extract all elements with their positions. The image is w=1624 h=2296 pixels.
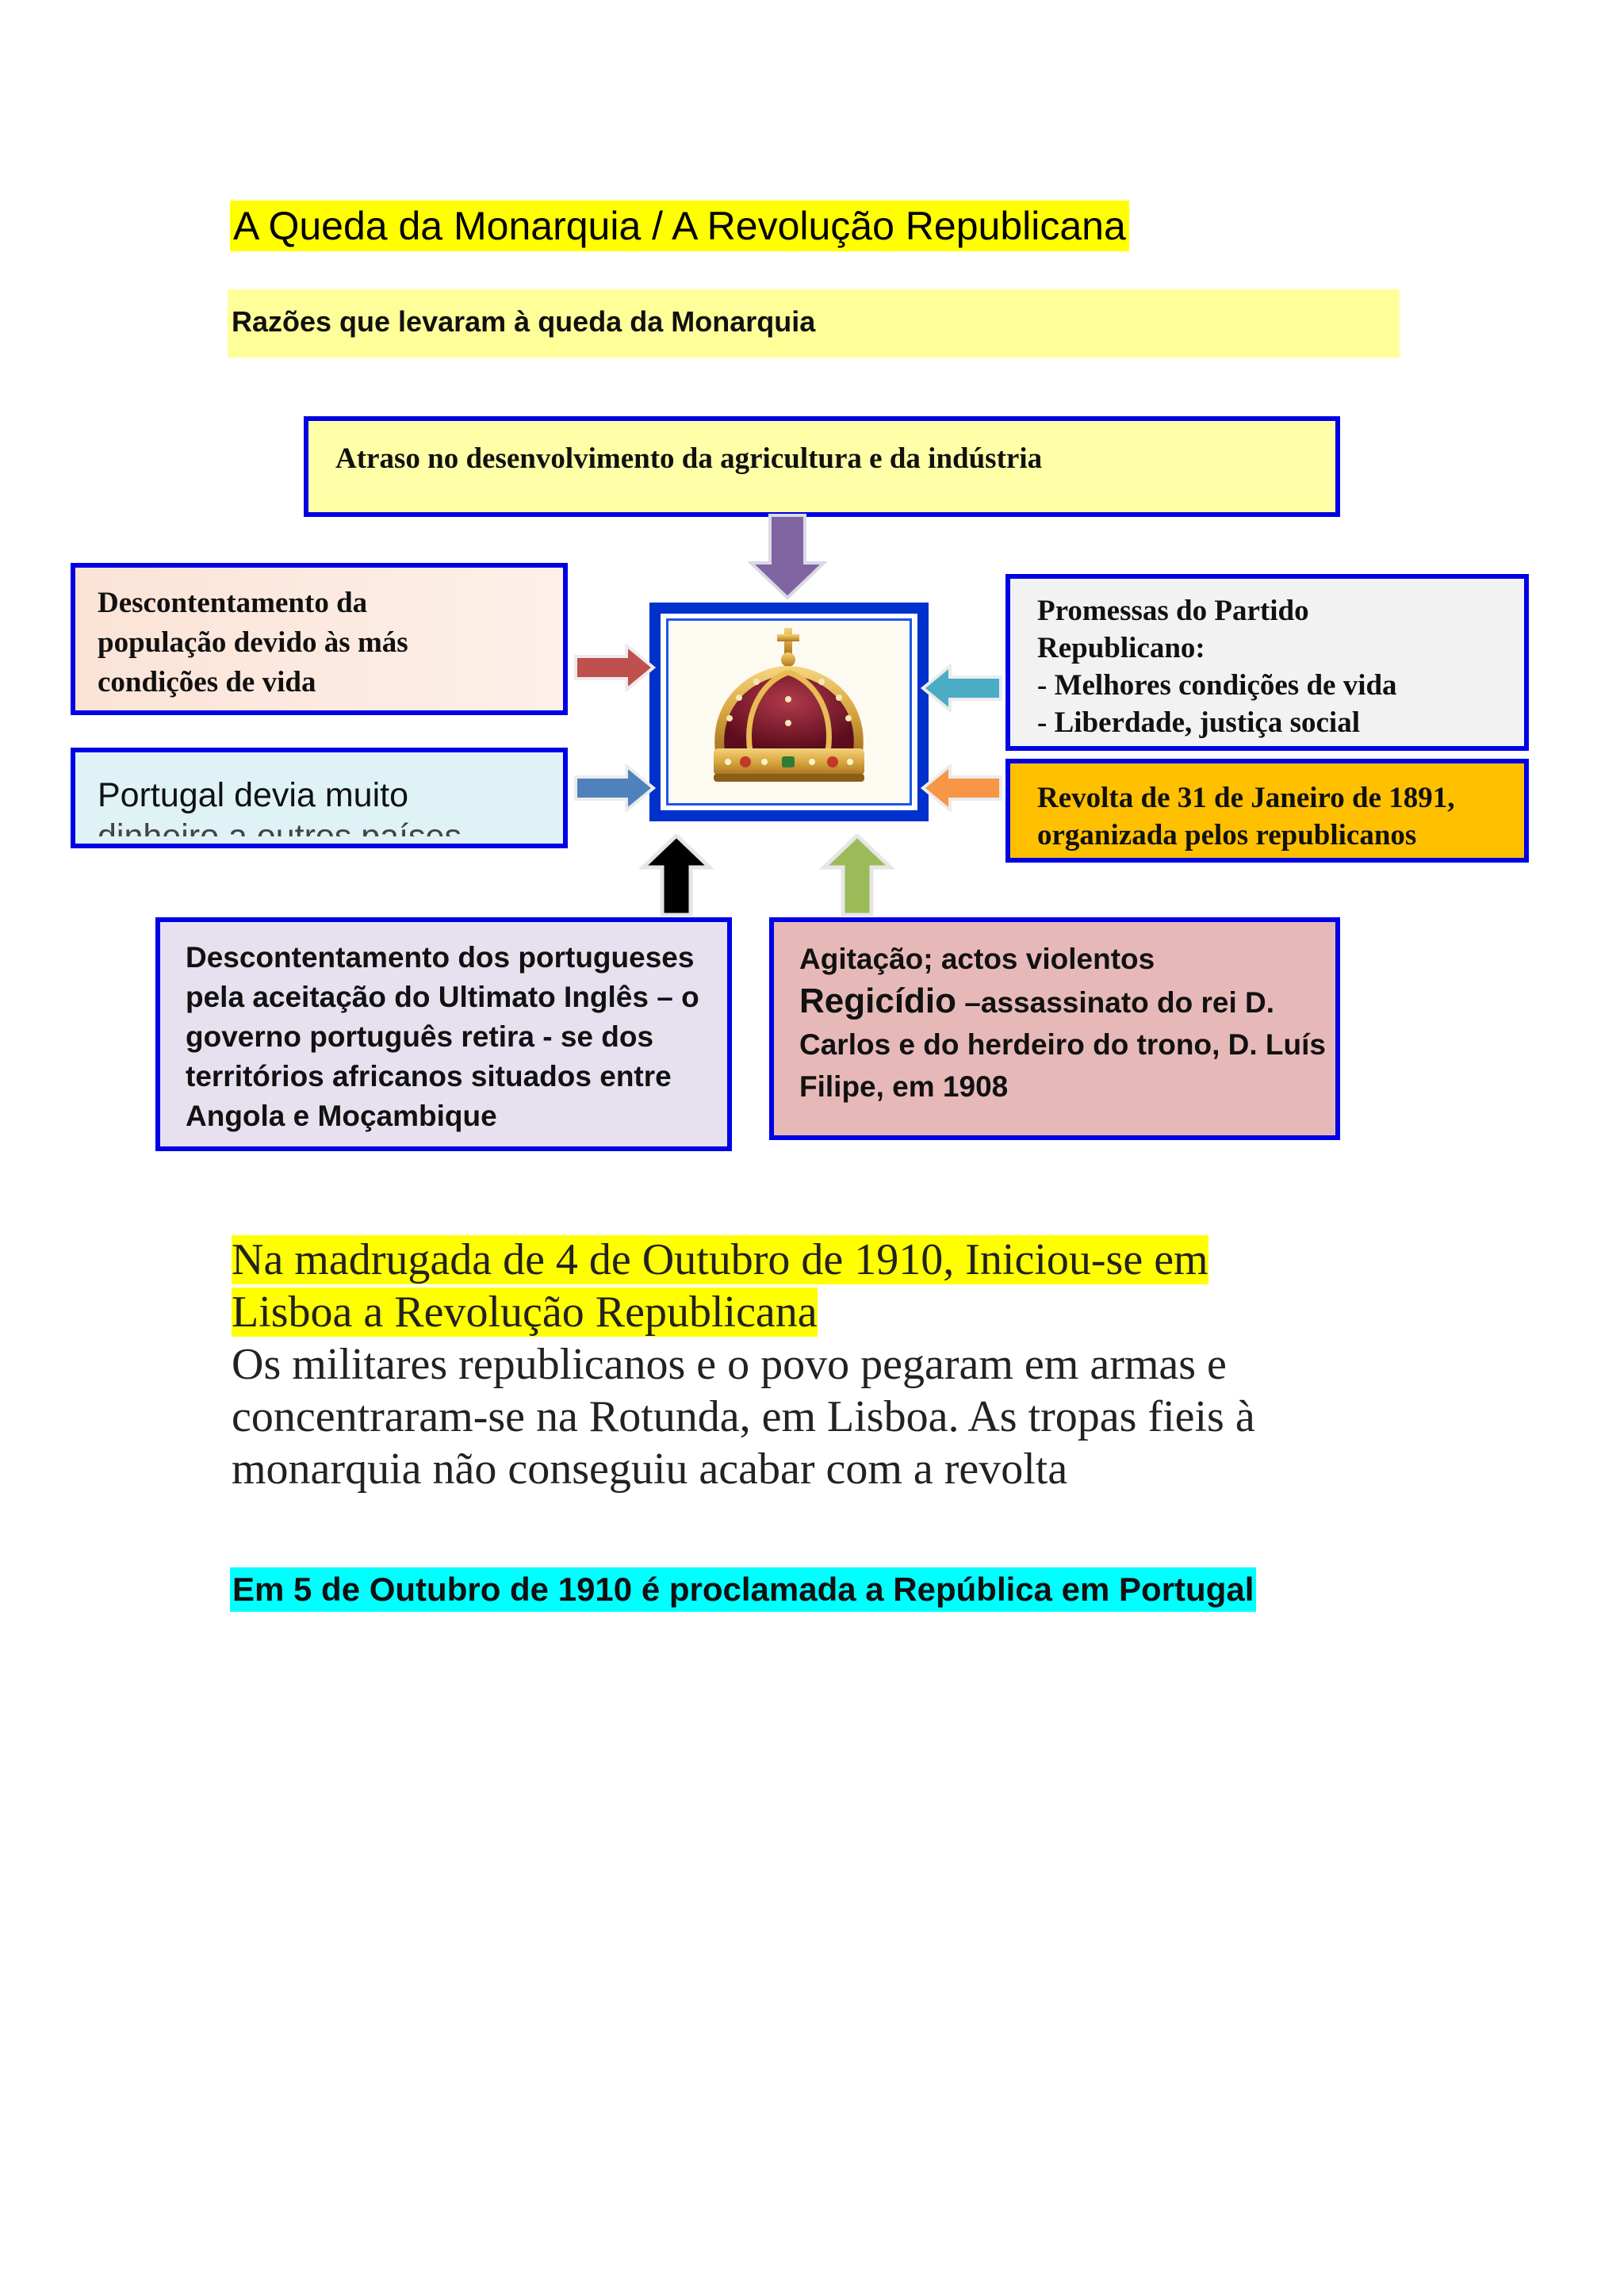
subtitle: Razões que levaram à queda da Monarquia	[232, 305, 815, 339]
box-line: Agitação; actos violentos	[799, 938, 1335, 980]
highlight-line: Lisboa a Revolução Republicana	[232, 1288, 818, 1337]
paragraph-line: concentraram-se na Rotunda, em Lisboa. A…	[232, 1391, 1421, 1443]
box-line: - Melhores condições de vida	[1037, 667, 1524, 704]
box-line: Descontentamento dos portugueses	[186, 938, 727, 978]
regicide-word: Regicídio	[799, 982, 956, 1020]
box-line: Descontentamento da	[98, 584, 563, 623]
box-line: população devido às más	[98, 623, 563, 663]
highlight-line: Na madrugada de 4 de Outubro de 1910, In…	[232, 1235, 1208, 1284]
regicide-desc: –assassinato do rei D.	[956, 986, 1274, 1019]
page-title: A Queda da Monarquia / A Revolução Repub…	[230, 201, 1129, 251]
arrow-left-icon	[920, 664, 1002, 712]
conclusion: Em 5 de Outubro de 1910 é proclamada a R…	[230, 1567, 1256, 1612]
box-line: territórios africanos situados entre	[186, 1057, 727, 1096]
box-line: Republicano:	[1037, 629, 1524, 667]
arrow-left-icon	[920, 764, 1002, 812]
box-line: Filipe, em 1908	[799, 1066, 1335, 1108]
crown-icon	[682, 623, 896, 802]
box-regicide: Agitação; actos violentos Regicídio –ass…	[769, 917, 1340, 1140]
box-agriculture-industry: Atraso no desenvolvimento da agricultura…	[304, 416, 1340, 517]
paragraph-line: monarquia não conseguiu acabar com a rev…	[232, 1443, 1421, 1495]
box-line: organizada pelos republicanos	[1037, 817, 1524, 854]
box-line: Carlos e do herdeiro do trono, D. Luís	[799, 1024, 1335, 1066]
box-agriculture-industry-text: Atraso no desenvolvimento da agricultura…	[335, 442, 1042, 475]
box-line: - Liberdade, justiça social	[1037, 704, 1524, 741]
box-debt-text-cut: dinheiro a outros países	[98, 817, 563, 836]
box-line: Angola e Moçambique	[186, 1096, 727, 1136]
box-british-ultimatum: Descontentamento dos portugueses pela ac…	[155, 917, 732, 1151]
arrow-right-icon	[574, 644, 657, 691]
box-line: Promessas do Partido	[1037, 592, 1524, 629]
box-line: governo português retira - se dos	[186, 1017, 727, 1057]
revolution-paragraph: Na madrugada de 4 de Outubro de 1910, In…	[232, 1234, 1421, 1495]
box-line: condições de vida	[98, 663, 563, 702]
box-revolt-1891: Revolta de 31 de Janeiro de 1891, organi…	[1005, 759, 1529, 863]
arrow-up-icon	[638, 834, 714, 916]
box-population-discontent: Descontentamento da população devido às …	[71, 563, 568, 715]
arrow-down-icon	[748, 514, 827, 601]
paragraph-line: Os militares republicanos e o povo pegar…	[232, 1338, 1421, 1391]
box-republican-promises: Promessas do Partido Republicano: - Melh…	[1005, 574, 1529, 751]
arrow-up-icon	[819, 834, 895, 916]
box-line: pela aceitação do Ultimato Inglês – o	[186, 978, 727, 1017]
box-line: Revolta de 31 de Janeiro de 1891,	[1037, 779, 1524, 817]
box-debt: Portugal devia muito dinheiro a outros p…	[71, 748, 568, 848]
arrow-right-icon	[574, 764, 657, 812]
box-line: Regicídio –assassinato do rei D.	[799, 980, 1335, 1024]
